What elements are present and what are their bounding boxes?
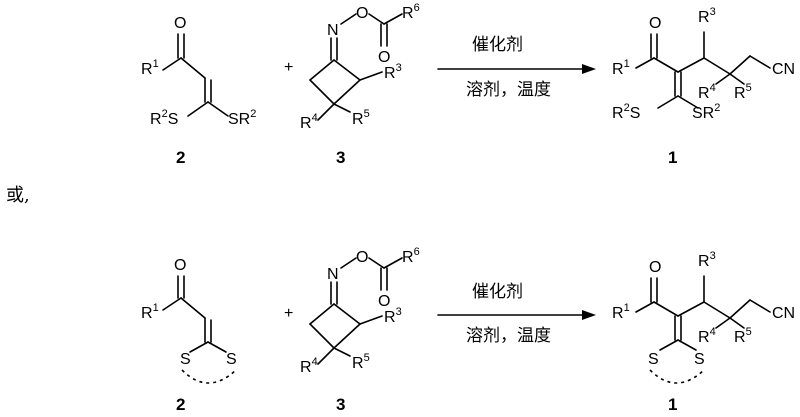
compound-3-structure: N O R6 O R3 R4 R5 (300, 246, 420, 376)
atom-s-right: S (694, 351, 705, 368)
compound-number-1: 1 (668, 148, 677, 167)
label-r3: R3 (384, 306, 402, 326)
label-r5: R5 (352, 352, 370, 372)
atom-o: O (174, 15, 186, 32)
solvent-temperature-label: 溶剂，温度 (466, 326, 551, 346)
label-r4: R4 (698, 326, 716, 346)
label-r4: R4 (300, 356, 318, 376)
or-separator: 或, (6, 185, 30, 206)
atom-cn: CN (772, 61, 795, 78)
label-r1: R1 (612, 302, 630, 322)
label-r6: R6 (402, 2, 420, 22)
label-r3: R3 (698, 250, 716, 270)
label-r5: R5 (734, 326, 752, 346)
label-r2s: R2S (150, 108, 178, 128)
label-r3: R3 (384, 62, 402, 82)
compound-number-1: 1 (668, 395, 677, 414)
atom-o: O (649, 15, 661, 32)
atom-o-carbonyl: O (378, 49, 390, 66)
atom-o: O (649, 259, 661, 276)
catalyst-label: 催化剂 (472, 35, 523, 55)
atom-o-ester: O (356, 249, 368, 266)
solvent-temperature-label: 溶剂，温度 (466, 80, 551, 100)
catalyst-label: 催化剂 (472, 282, 523, 302)
atom-s-right: S (226, 351, 237, 368)
ring-bridge (649, 369, 705, 384)
compound-number-3: 3 (336, 148, 345, 167)
label-r1: R1 (141, 302, 159, 322)
label-sr2: SR2 (228, 108, 256, 128)
product-1-cyclic-structure: O R1 S S R3 R4 R5 CN (612, 250, 795, 384)
compound-2-cyclic-structure: O R1 S S (141, 257, 237, 384)
plus-sign: + (284, 59, 293, 76)
plus-sign: + (284, 305, 293, 322)
label-r3: R3 (698, 6, 716, 26)
label-r2s: R2S (612, 102, 640, 122)
compound-2-structure: O R1 R2S SR2 (141, 15, 256, 128)
atom-s-left: S (180, 351, 191, 368)
atom-o: O (174, 257, 186, 274)
scheme-1: O R1 R2S SR2 2 + N O R6 O (141, 2, 795, 167)
compound-number-2: 2 (176, 395, 185, 414)
label-r1: R1 (141, 58, 159, 78)
arrow-head (582, 310, 596, 320)
label-r5: R5 (734, 82, 752, 102)
scheme-2: O R1 S S 2 + N O R6 O (141, 246, 795, 414)
product-1-structure: O R1 R2S SR2 R3 R4 R5 CN (612, 6, 795, 122)
atom-o-ester: O (356, 5, 368, 22)
atom-o-carbonyl: O (378, 293, 390, 310)
label-sr2: SR2 (692, 102, 720, 122)
label-r4: R4 (698, 82, 716, 102)
compound-number-3: 3 (336, 395, 345, 414)
atom-n: N (327, 266, 339, 283)
label-r1: R1 (612, 58, 630, 78)
label-r5: R5 (352, 108, 370, 128)
compound-3-structure: N O R6 O R3 R4 R5 (300, 2, 420, 132)
atom-s-left: S (648, 351, 659, 368)
compound-number-2: 2 (176, 148, 185, 167)
arrow-head (582, 64, 596, 74)
atom-n: N (327, 22, 339, 39)
label-r4: R4 (300, 112, 318, 132)
atom-cn: CN (772, 305, 795, 322)
label-r6: R6 (402, 246, 420, 266)
ring-bridge (181, 369, 237, 384)
